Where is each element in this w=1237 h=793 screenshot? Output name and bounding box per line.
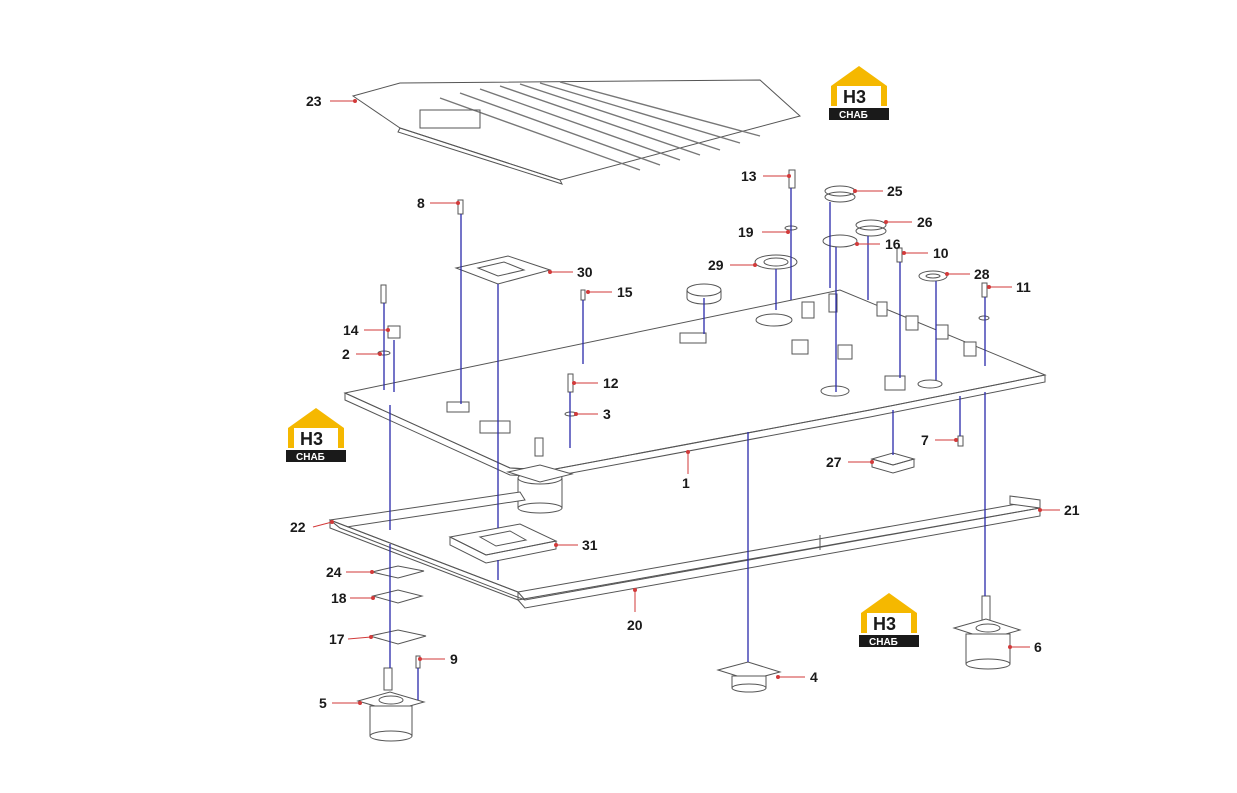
label-5: 5 <box>319 695 327 711</box>
label-2: 2 <box>342 346 350 362</box>
label-12: 12 <box>603 375 619 391</box>
label-30: 30 <box>577 264 593 280</box>
frame <box>328 491 1041 609</box>
label-1: 1 <box>682 475 690 491</box>
label-16: 16 <box>885 236 901 252</box>
label-17: 17 <box>329 631 345 647</box>
label-7: 7 <box>921 432 929 448</box>
label-9: 9 <box>450 651 458 667</box>
label-11: 11 <box>1016 279 1031 295</box>
logo-text-h3: H3 <box>843 87 866 107</box>
part-6-motor <box>952 595 1022 670</box>
logo-text-h3: H3 <box>300 429 323 449</box>
assembly-axes <box>383 188 986 700</box>
logo-text-snab: СНАБ <box>839 110 868 121</box>
label-27: 27 <box>826 454 842 470</box>
motor-under-plate <box>506 464 574 514</box>
part-labels: 1 2 3 4 5 6 7 8 9 10 11 12 13 14 15 16 1… <box>290 93 1080 711</box>
part-1-base-plate <box>343 289 1047 478</box>
logo-text-snab: СНАБ <box>296 452 325 463</box>
label-20: 20 <box>627 617 643 633</box>
leader-lines <box>312 99 1060 705</box>
label-28: 28 <box>974 266 990 282</box>
label-14: 14 <box>343 322 359 338</box>
label-23: 23 <box>306 93 322 109</box>
part-27-pad <box>870 452 916 474</box>
logo-watermark-2: H3 СНАБ <box>286 408 346 463</box>
part-5-motor <box>356 667 426 742</box>
logo-text-h3: H3 <box>873 614 896 634</box>
label-10: 10 <box>933 245 949 261</box>
label-21: 21 <box>1064 502 1080 518</box>
motor-gaskets <box>369 565 427 645</box>
label-18: 18 <box>331 590 347 606</box>
label-31: 31 <box>582 537 598 553</box>
logo-text-snab: СНАБ <box>869 637 898 648</box>
part-31-square-pad <box>448 523 558 564</box>
rings <box>686 185 948 305</box>
label-24: 24 <box>326 564 342 580</box>
part-4-foot <box>716 661 782 693</box>
label-22: 22 <box>290 519 306 535</box>
logo-watermark-3: H3 СНАБ <box>859 593 919 648</box>
label-25: 25 <box>887 183 903 199</box>
label-13: 13 <box>741 168 757 184</box>
label-3: 3 <box>603 406 611 422</box>
label-15: 15 <box>617 284 633 300</box>
label-26: 26 <box>917 214 933 230</box>
label-4: 4 <box>810 669 818 685</box>
label-19: 19 <box>738 224 754 240</box>
label-8: 8 <box>417 195 425 211</box>
logo-watermark-1: H3 СНАБ <box>829 66 889 121</box>
part-30-mount-plate <box>454 255 552 285</box>
label-29: 29 <box>708 257 724 273</box>
label-6: 6 <box>1034 639 1042 655</box>
part-23-top-cover <box>351 79 802 185</box>
